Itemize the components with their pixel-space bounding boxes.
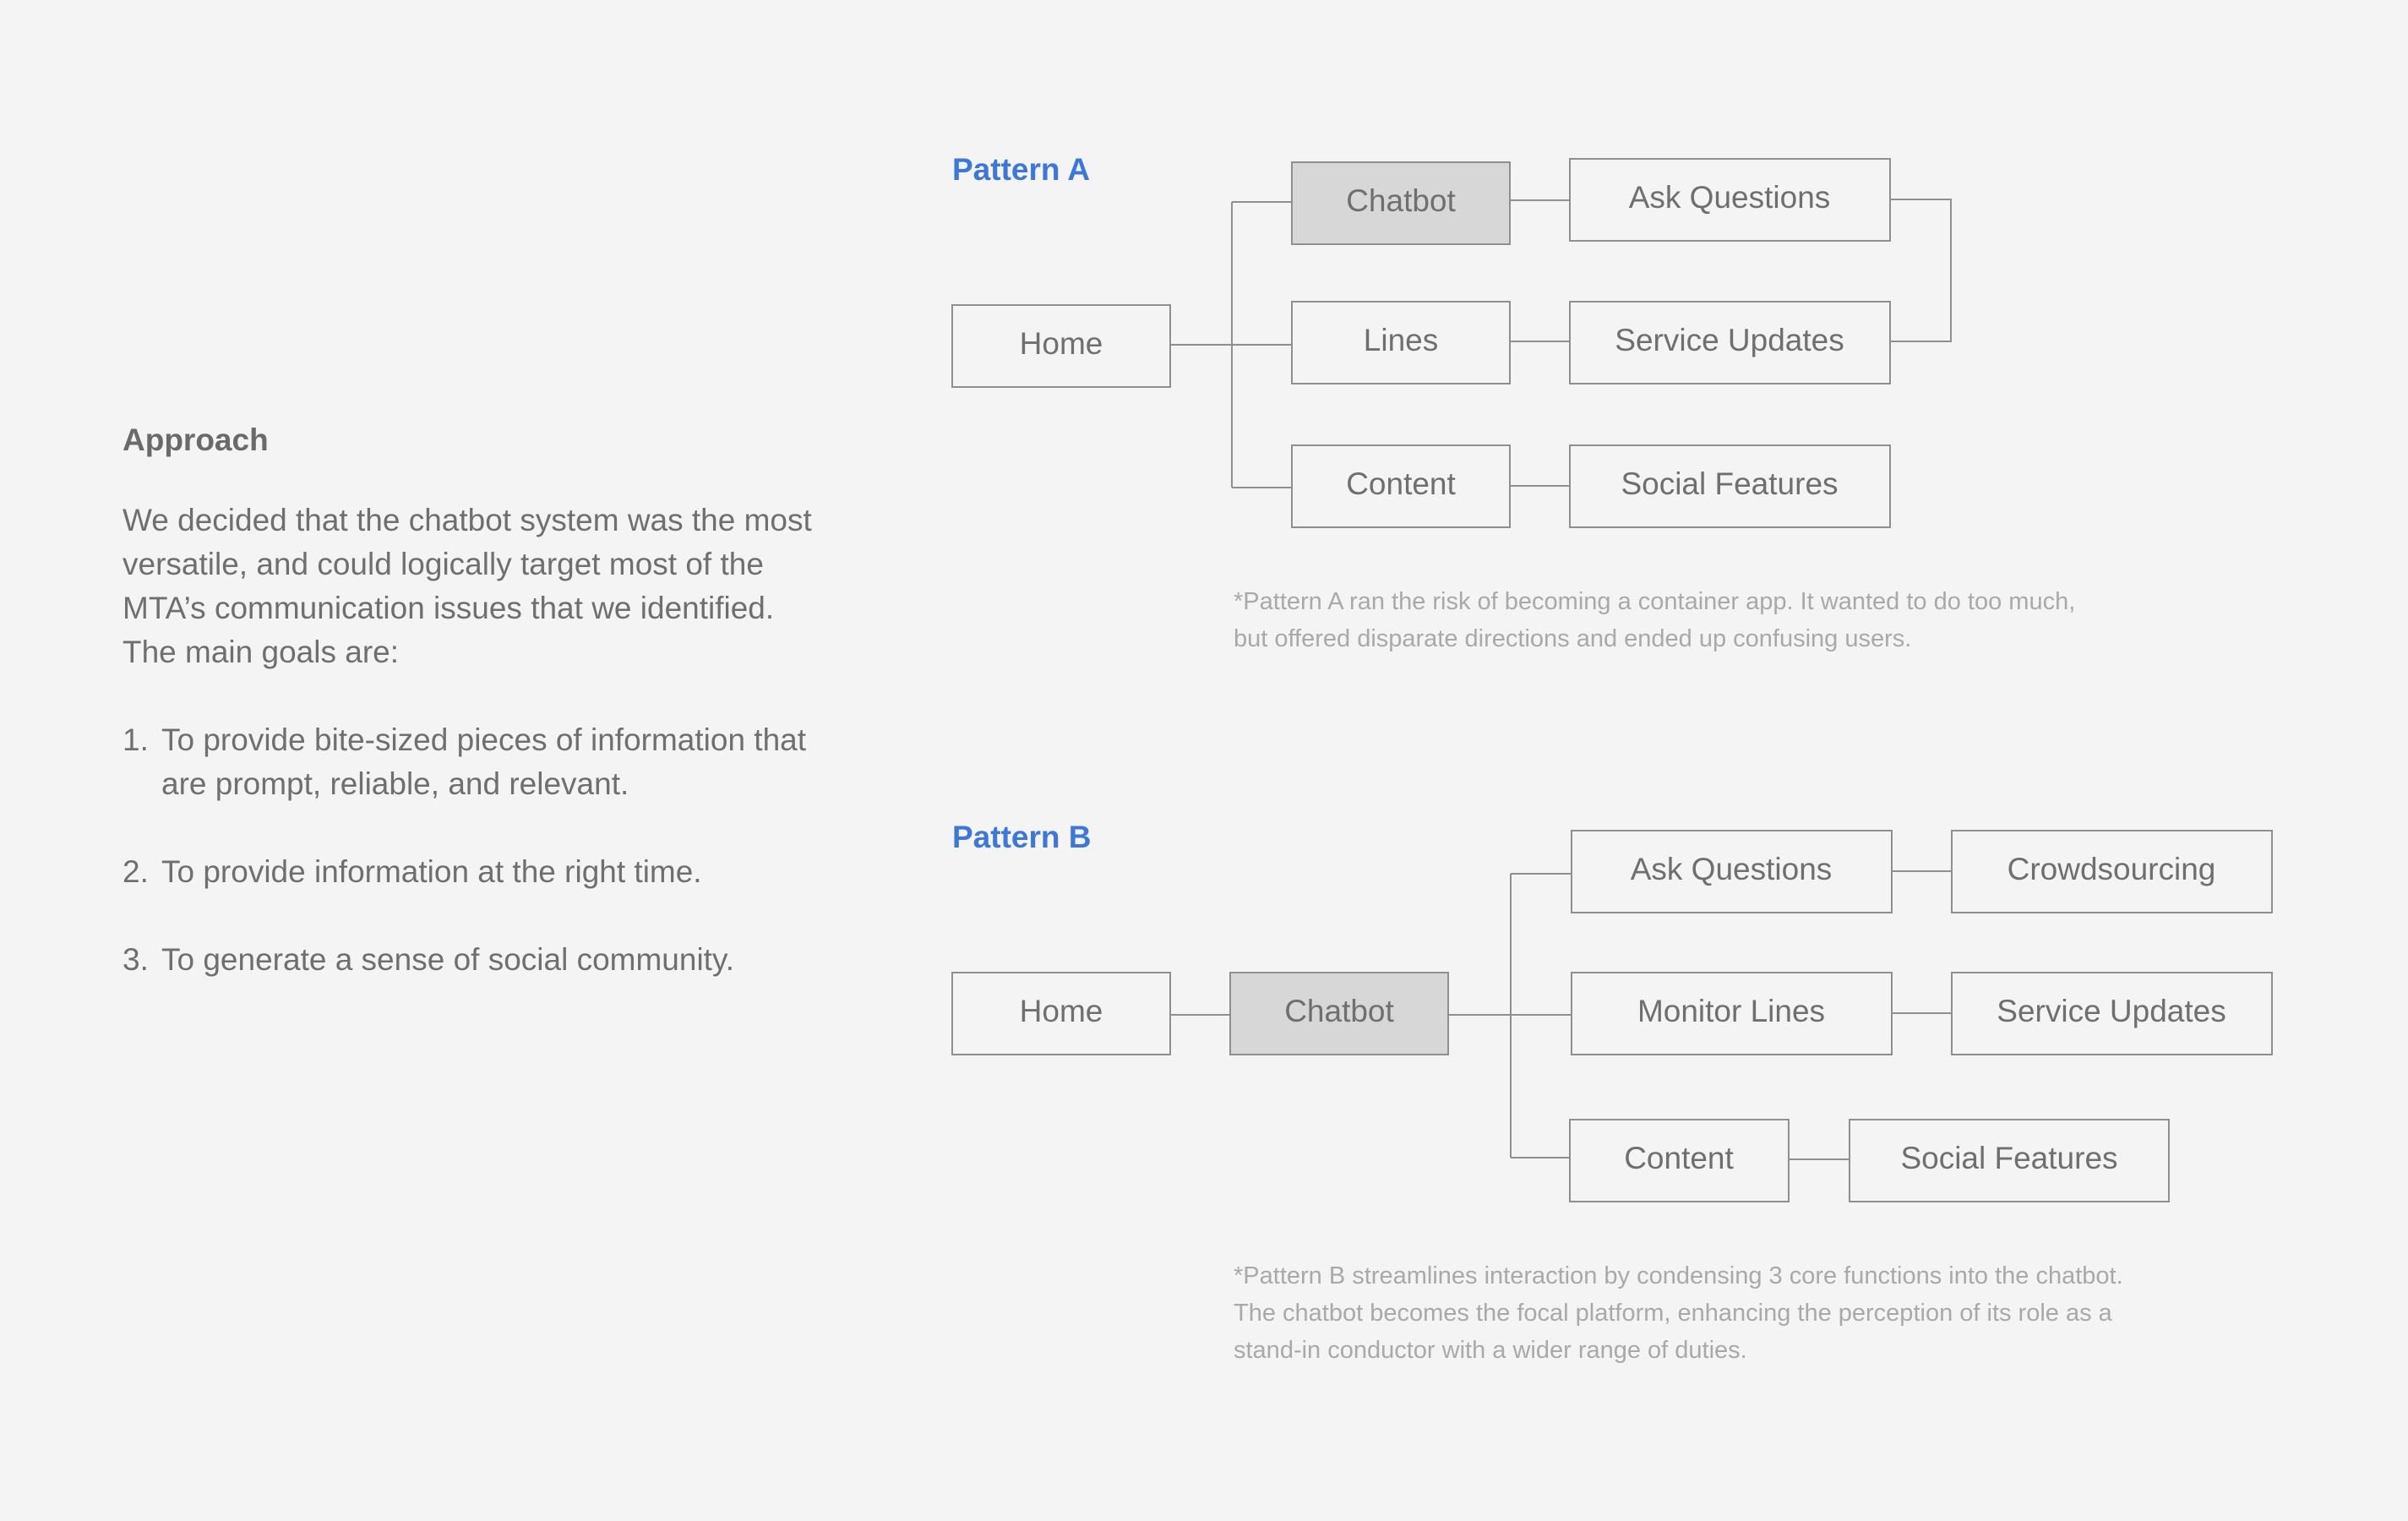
node-label: Chatbot: [1284, 994, 1394, 1028]
pattern-a-label: Pattern A: [952, 152, 1091, 187]
node-label: Home: [1020, 326, 1103, 361]
node-label: Chatbot: [1346, 183, 1456, 218]
goal-item: 3. To generate a sense of social communi…: [123, 938, 815, 982]
pattern-b-connector: [1170, 870, 1952, 1160]
approach-title: Approach: [123, 422, 269, 457]
approach-section: Approach We decided that the chatbot sys…: [123, 422, 815, 1026]
node-label: Service Updates: [1997, 994, 2225, 1028]
pattern-b-label: Pattern B: [952, 820, 1092, 854]
pattern-b-social-features-node: Social Features: [1849, 1119, 2170, 1202]
goal-number: 3.: [123, 942, 149, 977]
pattern-a-home-node: Home: [951, 304, 1171, 388]
pattern-a-connector: [1170, 199, 1952, 488]
pattern-b-home-node: Home: [951, 972, 1171, 1055]
pattern-a-service-updates-node: Service Updates: [1569, 301, 1891, 384]
pattern-b-note: *Pattern B streamlines interaction by co…: [1234, 1262, 2123, 1364]
node-label: Lines: [1364, 323, 1438, 357]
pattern-a-content-node: Content: [1291, 444, 1511, 528]
pattern-b-diagram: Home Chatbot Ask Questions Crowdsourcing…: [951, 830, 2273, 1202]
node-label: Monitor Lines: [1637, 994, 1825, 1028]
pattern-a-diagram: Home Chatbot Lines Content Ask Questions…: [951, 158, 1952, 528]
node-label: Service Updates: [1615, 323, 1844, 357]
pattern-a-ask-questions-node: Ask Questions: [1569, 158, 1891, 242]
goal-number: 1.: [123, 722, 149, 757]
pattern-a-lines-node: Lines: [1291, 301, 1511, 384]
pattern-b-chatbot-node: Chatbot: [1229, 972, 1449, 1055]
node-label: Ask Questions: [1629, 180, 1831, 215]
node-label: Content: [1346, 466, 1456, 501]
goal-item: 1. To provide bite-sized pieces of infor…: [123, 718, 815, 806]
pattern-b-service-updates-node: Service Updates: [1951, 972, 2273, 1055]
goal-text: To generate a sense of social community.: [161, 942, 734, 977]
goal-text: To provide information at the right time…: [161, 854, 702, 889]
goal-text: To provide bite-sized pieces of informat…: [161, 722, 807, 801]
pattern-b-crowdsourcing-node: Crowdsourcing: [1951, 830, 2273, 913]
node-label: Content: [1624, 1141, 1734, 1175]
pattern-b-monitor-lines-node: Monitor Lines: [1571, 972, 1893, 1055]
pattern-b-ask-questions-node: Ask Questions: [1571, 830, 1893, 913]
pattern-a-social-features-node: Social Features: [1569, 444, 1891, 528]
pattern-a-chatbot-node: Chatbot: [1291, 161, 1511, 245]
node-label: Social Features: [1900, 1141, 2117, 1175]
goal-number: 2.: [123, 854, 149, 889]
goal-item: 2. To provide information at the right t…: [123, 850, 815, 894]
pattern-a-note: *Pattern A ran the risk of becoming a co…: [1234, 588, 2076, 652]
approach-paragraph: We decided that the chatbot system was t…: [123, 503, 812, 669]
pattern-b-content-node: Content: [1569, 1119, 1790, 1202]
node-label: Home: [1020, 994, 1103, 1028]
node-label: Ask Questions: [1631, 852, 1833, 886]
node-label: Crowdsourcing: [2008, 852, 2216, 886]
node-label: Social Features: [1621, 466, 1838, 501]
